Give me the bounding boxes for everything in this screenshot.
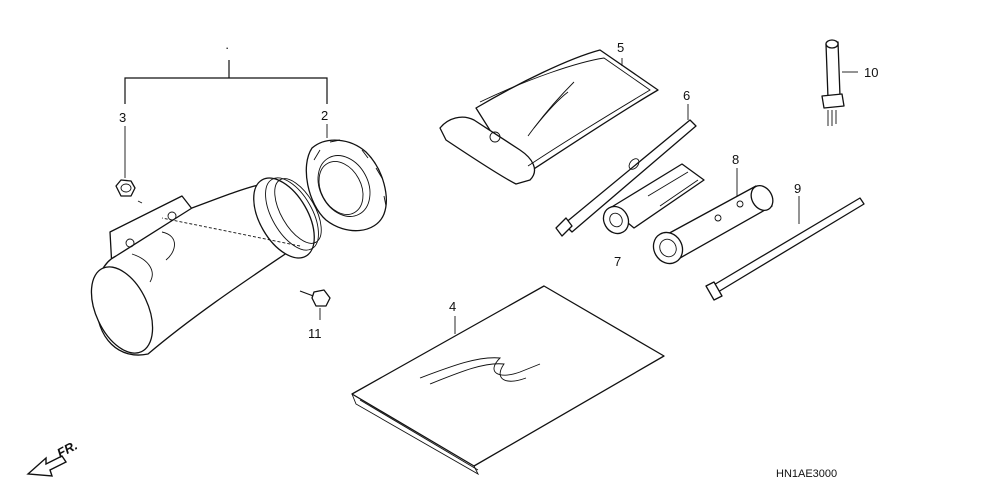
diagram-code: HN1AE3000	[776, 468, 837, 480]
part-10-bolt[interactable]	[821, 39, 858, 126]
callout-11: 11	[308, 326, 322, 341]
part-3-nut[interactable]	[115, 126, 143, 204]
part-11-bolt[interactable]	[161, 217, 331, 320]
callout-1: ·	[225, 40, 229, 55]
part-7-wrench-handle[interactable]	[599, 163, 705, 238]
part-5-tool-bag[interactable]	[439, 49, 659, 185]
part-8-plug-wrench[interactable]	[648, 168, 777, 269]
callout-6: 6	[683, 88, 690, 103]
part-tool-case[interactable]	[79, 168, 331, 363]
part-2-cap[interactable]	[305, 124, 387, 232]
callout-5: 5	[617, 40, 624, 55]
part-4-manual[interactable]	[351, 285, 665, 476]
front-arrow-icon	[26, 455, 68, 477]
callout-10: 10	[864, 65, 878, 80]
part-6-screwdriver[interactable]	[555, 104, 697, 237]
callout-2: 2	[321, 108, 328, 123]
callout-4: 4	[449, 299, 456, 314]
group-bracket	[124, 60, 328, 104]
callout-8: 8	[732, 152, 739, 167]
callout-7: 7	[614, 254, 621, 269]
part-9-hex-wrench[interactable]	[705, 196, 865, 301]
front-arrow: FR.	[26, 438, 80, 477]
callout-3: 3	[119, 110, 126, 125]
callout-9: 9	[794, 181, 801, 196]
